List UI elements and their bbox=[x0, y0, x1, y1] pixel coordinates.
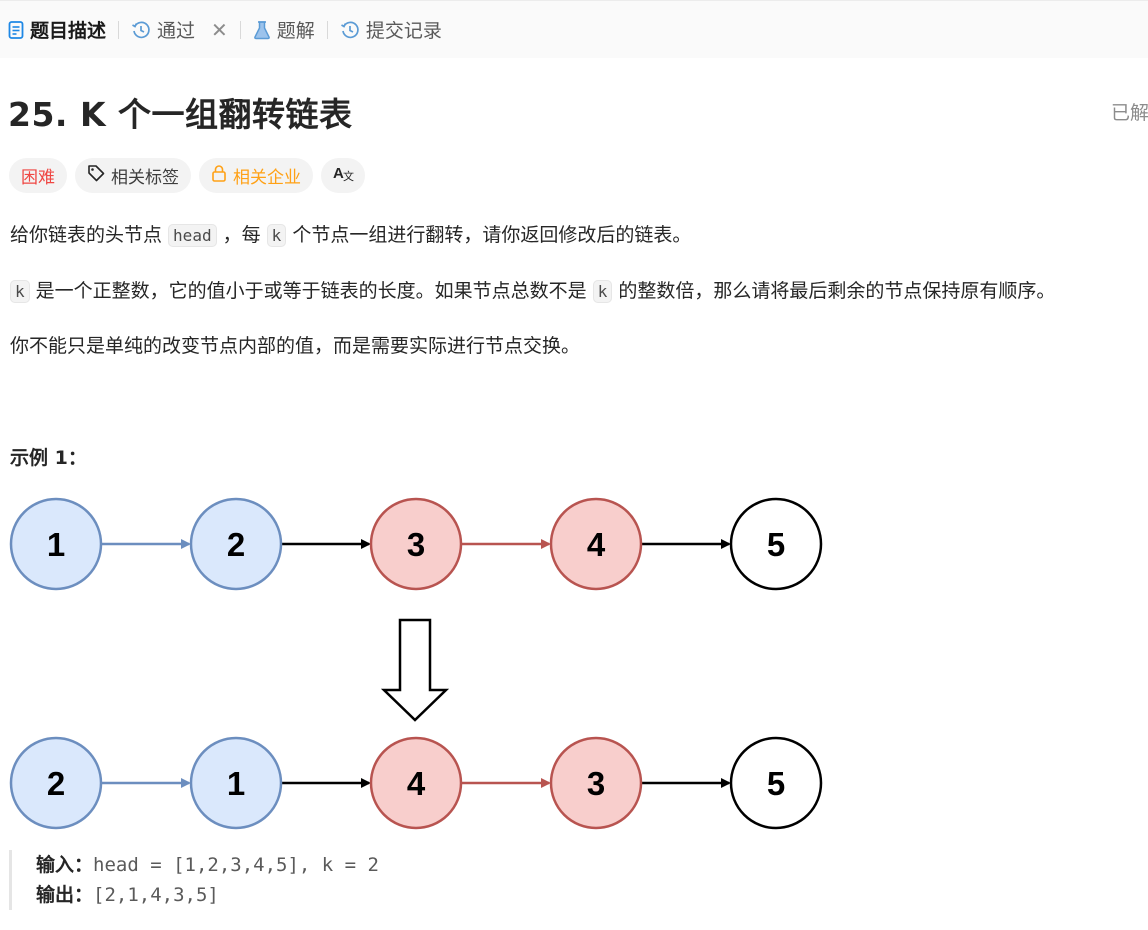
after-node-4 bbox=[549, 736, 643, 830]
linked-list-diagram: 1 2 3 4 5 2 1 4 3 5 bbox=[9, 497, 823, 830]
document-icon bbox=[8, 20, 24, 39]
tab-submissions[interactable]: 提交记录 bbox=[340, 1, 442, 59]
problem-title: 25. K 个一组翻转链表 bbox=[8, 95, 353, 134]
after-node-1 bbox=[9, 736, 103, 830]
tag-icon bbox=[87, 164, 105, 187]
related-companies-label: 相关企业 bbox=[233, 168, 301, 188]
before-node-2 bbox=[189, 497, 283, 591]
tab-solutions[interactable]: 题解 bbox=[253, 1, 315, 59]
history-icon bbox=[340, 20, 360, 40]
tab-description[interactable]: 题目描述 bbox=[8, 1, 106, 59]
output-label: 输出： bbox=[36, 884, 94, 906]
description-paragraph-1: 给你链表的头节点 head ，每 k 个节点一组进行翻转，请你返回修改后的链表。 bbox=[10, 221, 691, 250]
after-node-5 bbox=[729, 736, 823, 830]
related-tags-button[interactable]: 相关标签 bbox=[75, 158, 191, 193]
list-before: 1 2 3 4 5 bbox=[9, 497, 823, 591]
inline-code-k: k bbox=[592, 280, 613, 303]
related-companies-button[interactable]: 相关企业 bbox=[199, 158, 313, 193]
difficulty-label: 困难 bbox=[21, 168, 55, 188]
tab-separator bbox=[118, 20, 120, 39]
example-title: 示例 1： bbox=[10, 447, 87, 469]
input-value: head = [1,2,3,4,5], k = 2 bbox=[93, 854, 379, 876]
description-text: 给你链表的头节点 bbox=[10, 224, 169, 246]
tab-solutions-label: 题解 bbox=[276, 20, 315, 42]
after-node-value: 1 bbox=[227, 765, 245, 802]
after-node-value: 5 bbox=[767, 765, 785, 802]
related-tags-label: 相关标签 bbox=[111, 168, 179, 188]
example-input-line: 输入：head = [1,2,3,4,5], k = 2 bbox=[36, 850, 379, 880]
before-node-value: 4 bbox=[587, 526, 606, 563]
problem-tab-bar: 题目描述 通过 ✕ 题解 bbox=[0, 0, 1148, 58]
after-node-value: 3 bbox=[587, 765, 605, 802]
before-node-value: 5 bbox=[767, 526, 785, 563]
lock-icon bbox=[211, 164, 227, 187]
description-paragraph-2: k 是一个正整数，它的值小于或等于链表的长度。如果节点总数不是 k 的整数倍，那… bbox=[10, 277, 1055, 306]
translate-icon: A 文 bbox=[332, 163, 354, 188]
inline-code-k: k bbox=[266, 224, 287, 247]
description-text: 是一个正整数，它的值小于或等于链表的长度。如果节点总数不是 bbox=[29, 280, 593, 302]
difficulty-badge: 困难 bbox=[9, 158, 67, 193]
after-node-value: 2 bbox=[47, 765, 65, 802]
tab-accepted[interactable]: 通过 ✕ bbox=[131, 1, 228, 59]
inline-code-head: head bbox=[168, 224, 217, 247]
svg-text:文: 文 bbox=[343, 169, 354, 183]
after-node-3 bbox=[369, 736, 463, 830]
tab-accepted-label: 通过 bbox=[157, 20, 196, 42]
svg-text:A: A bbox=[333, 165, 344, 182]
example-io-block: 输入：head = [1,2,3,4,5], k = 2 输出：[2,1,4,3… bbox=[9, 850, 379, 910]
close-icon[interactable]: ✕ bbox=[211, 17, 228, 42]
list-after: 2 1 4 3 5 bbox=[9, 736, 823, 830]
before-node-value: 2 bbox=[227, 526, 245, 563]
example-output-line: 输出：[2,1,4,3,5] bbox=[36, 880, 379, 910]
input-label: 输入： bbox=[36, 854, 94, 876]
after-node-2 bbox=[189, 736, 283, 830]
tab-separator bbox=[326, 20, 328, 39]
problem-tags: 困难 相关标签 相关企业 A 文 bbox=[9, 158, 365, 193]
description-text: 的整数倍，那么请将最后剩余的节点保持原有顺序。 bbox=[612, 280, 1056, 302]
inline-code-k: k bbox=[10, 280, 30, 303]
tab-separator bbox=[239, 20, 241, 39]
history-icon bbox=[131, 20, 151, 40]
translate-button[interactable]: A 文 bbox=[321, 158, 365, 193]
before-node-3 bbox=[369, 497, 463, 591]
description-paragraph-3: 你不能只是单纯的改变节点内部的值，而是需要实际进行节点交换。 bbox=[10, 335, 581, 357]
flask-icon bbox=[253, 20, 271, 40]
before-node-1 bbox=[9, 497, 103, 591]
tab-submissions-label: 提交记录 bbox=[365, 20, 442, 42]
after-node-value: 4 bbox=[407, 765, 426, 802]
before-node-value: 1 bbox=[47, 526, 65, 563]
description-text: ，每 bbox=[216, 224, 267, 246]
before-node-4 bbox=[549, 497, 643, 591]
down-arrow-icon bbox=[380, 618, 450, 722]
description-text: 个节点一组进行翻转，请你返回修改后的链表。 bbox=[286, 224, 692, 246]
solved-status: 已解答 bbox=[1110, 102, 1148, 124]
tab-description-label: 题目描述 bbox=[30, 20, 107, 42]
output-value: [2,1,4,3,5] bbox=[93, 884, 219, 906]
before-node-5 bbox=[729, 497, 823, 591]
before-node-value: 3 bbox=[407, 526, 425, 563]
